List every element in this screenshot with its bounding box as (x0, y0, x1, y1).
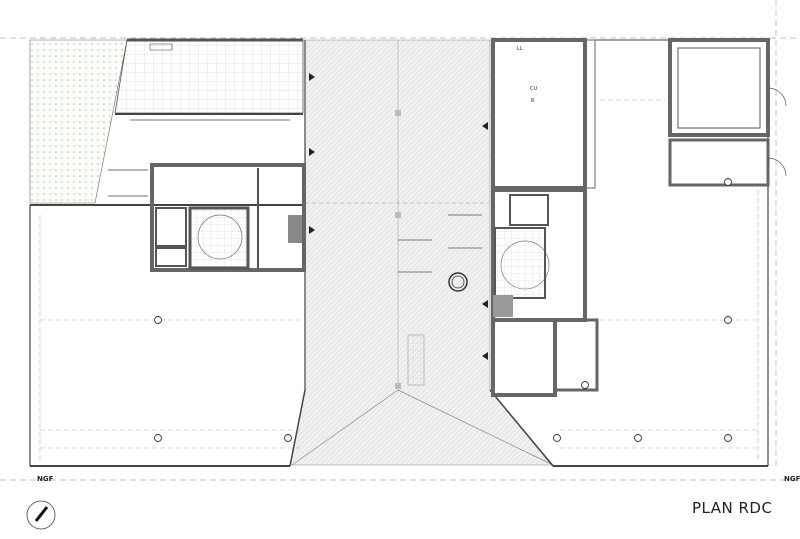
garden-area (29, 39, 128, 204)
doors (767, 87, 787, 177)
right-building (489, 38, 787, 467)
columns-right (553, 178, 732, 442)
level-label-right: NGF (784, 475, 800, 483)
plan-title: PLAN RDC (692, 499, 773, 517)
room-label-fridge: R (531, 98, 535, 104)
central-passage (289, 39, 554, 466)
entry-arrows (309, 73, 488, 360)
columns-left (154, 316, 292, 442)
room-label-kitchen: CU (530, 86, 538, 92)
bike-racks (108, 119, 290, 197)
north-arrow (26, 500, 56, 530)
left-building (29, 40, 306, 467)
room-label-laundry: LL (517, 46, 523, 52)
terrace (114, 38, 304, 115)
level-label-left: NGF (37, 475, 54, 483)
reference-lines (0, 0, 800, 481)
left-core (150, 163, 306, 272)
